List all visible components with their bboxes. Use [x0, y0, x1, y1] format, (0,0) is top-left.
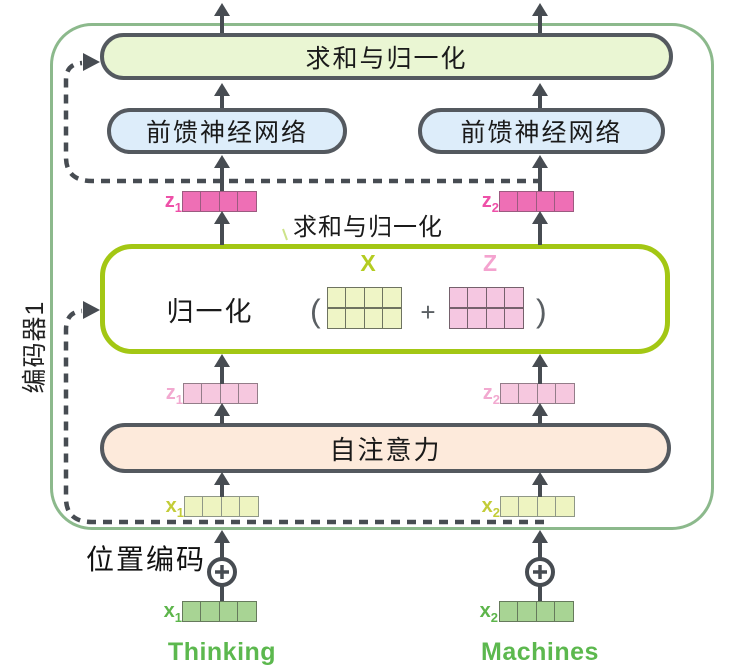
vector-cell	[518, 383, 538, 404]
x1-embedding-vector	[181, 601, 257, 622]
matrix-cell	[326, 307, 347, 329]
vector-cell	[517, 191, 537, 212]
vector-cell	[535, 191, 556, 212]
x2-embedding-label: x2	[479, 600, 498, 626]
matrix-cell	[382, 286, 402, 308]
vector-cell	[182, 383, 203, 404]
plus-circle-icons	[207, 557, 555, 587]
x-matrix	[326, 286, 408, 330]
vector-cell	[498, 601, 519, 622]
open-paren: (	[310, 293, 321, 329]
vector-cell	[536, 383, 557, 404]
matrix-cell	[326, 286, 347, 308]
z1-output-label: z1	[164, 190, 182, 216]
vector-cell	[202, 496, 222, 517]
vector-cell	[237, 601, 257, 622]
self-attention-label: 自注意力	[329, 434, 442, 465]
vector-cell	[239, 496, 259, 517]
feed-forward-left-label: 前馈神经网络	[145, 119, 308, 147]
vector-cell	[554, 191, 574, 212]
vector-cell	[555, 496, 575, 517]
normalize-label: 归一化	[166, 297, 254, 327]
matrix-cell	[448, 286, 469, 308]
encoder-label: 编码器1	[21, 300, 49, 394]
positional-encoding-label: 位置编码	[86, 544, 207, 575]
feed-forward-right-label: 前馈神经网络	[460, 119, 623, 147]
vector-cell	[554, 601, 574, 622]
vector-cell	[200, 191, 220, 212]
vector-cell	[218, 191, 239, 212]
vector-cell	[220, 496, 241, 517]
matrix-cell	[467, 307, 487, 329]
z-matrix-label: Z	[482, 250, 498, 276]
vector-cell	[517, 601, 537, 622]
matrix-cell	[382, 307, 402, 329]
vector-cell	[535, 601, 556, 622]
x1-encoded-label: x1	[165, 495, 184, 521]
z2-attention-vector	[499, 383, 575, 404]
vector-cell	[183, 496, 204, 517]
vector-cell	[181, 191, 202, 212]
z2-attention-label: z2	[482, 382, 500, 408]
add-normalize-mid-label: 求和与归一化	[293, 214, 443, 241]
matrix-cell	[485, 307, 506, 329]
vector-cell	[499, 383, 520, 404]
z1-attention-vector	[182, 383, 258, 404]
vector-cell	[201, 383, 221, 404]
vector-cell	[181, 601, 202, 622]
z1-attention-label: z1	[165, 382, 183, 408]
feed-forward-left-box: 前馈神经网络	[107, 108, 347, 154]
vector-cell	[218, 601, 239, 622]
vector-cell	[555, 383, 575, 404]
matrix-cell	[504, 286, 524, 308]
token-machines: Machines	[481, 638, 599, 666]
vector-cell	[200, 601, 220, 622]
z2-output-label: z2	[481, 190, 499, 216]
vector-cell	[237, 191, 257, 212]
matrix-cell	[363, 286, 384, 308]
matrix-cell	[467, 286, 487, 308]
vector-cell	[536, 496, 557, 517]
matrix-cell	[485, 286, 506, 308]
matrix-cell	[345, 307, 365, 329]
vector-cell	[499, 496, 520, 517]
matrix-cell	[363, 307, 384, 329]
matrix-cell	[504, 307, 524, 329]
token-thinking: Thinking	[167, 638, 277, 666]
self-attention-box: 自注意力	[100, 423, 671, 473]
vector-cell	[518, 496, 538, 517]
x1-embedding-label: x1	[163, 600, 182, 626]
x1-encoded-vector	[183, 496, 259, 517]
z1-output-vector	[181, 191, 257, 212]
x2-encoded-vector	[499, 496, 575, 517]
x2-embedding-vector	[498, 601, 574, 622]
feed-forward-right-box: 前馈神经网络	[418, 108, 665, 154]
vector-cell	[498, 191, 519, 212]
z2-output-vector	[498, 191, 574, 212]
close-paren: )	[536, 293, 547, 329]
matrix-cell	[345, 286, 365, 308]
plus-operator: +	[420, 297, 436, 327]
vector-cell	[238, 383, 258, 404]
add-normalize-top-box: 求和与归一化	[100, 33, 673, 80]
matrix-cell	[448, 307, 469, 329]
add-normalize-top-label: 求和与归一化	[305, 44, 468, 73]
z-matrix	[448, 286, 530, 330]
vector-cell	[219, 383, 240, 404]
encoder-frame	[50, 23, 714, 530]
x-matrix-label: X	[360, 250, 376, 276]
x2-encoded-label: x2	[481, 495, 500, 521]
